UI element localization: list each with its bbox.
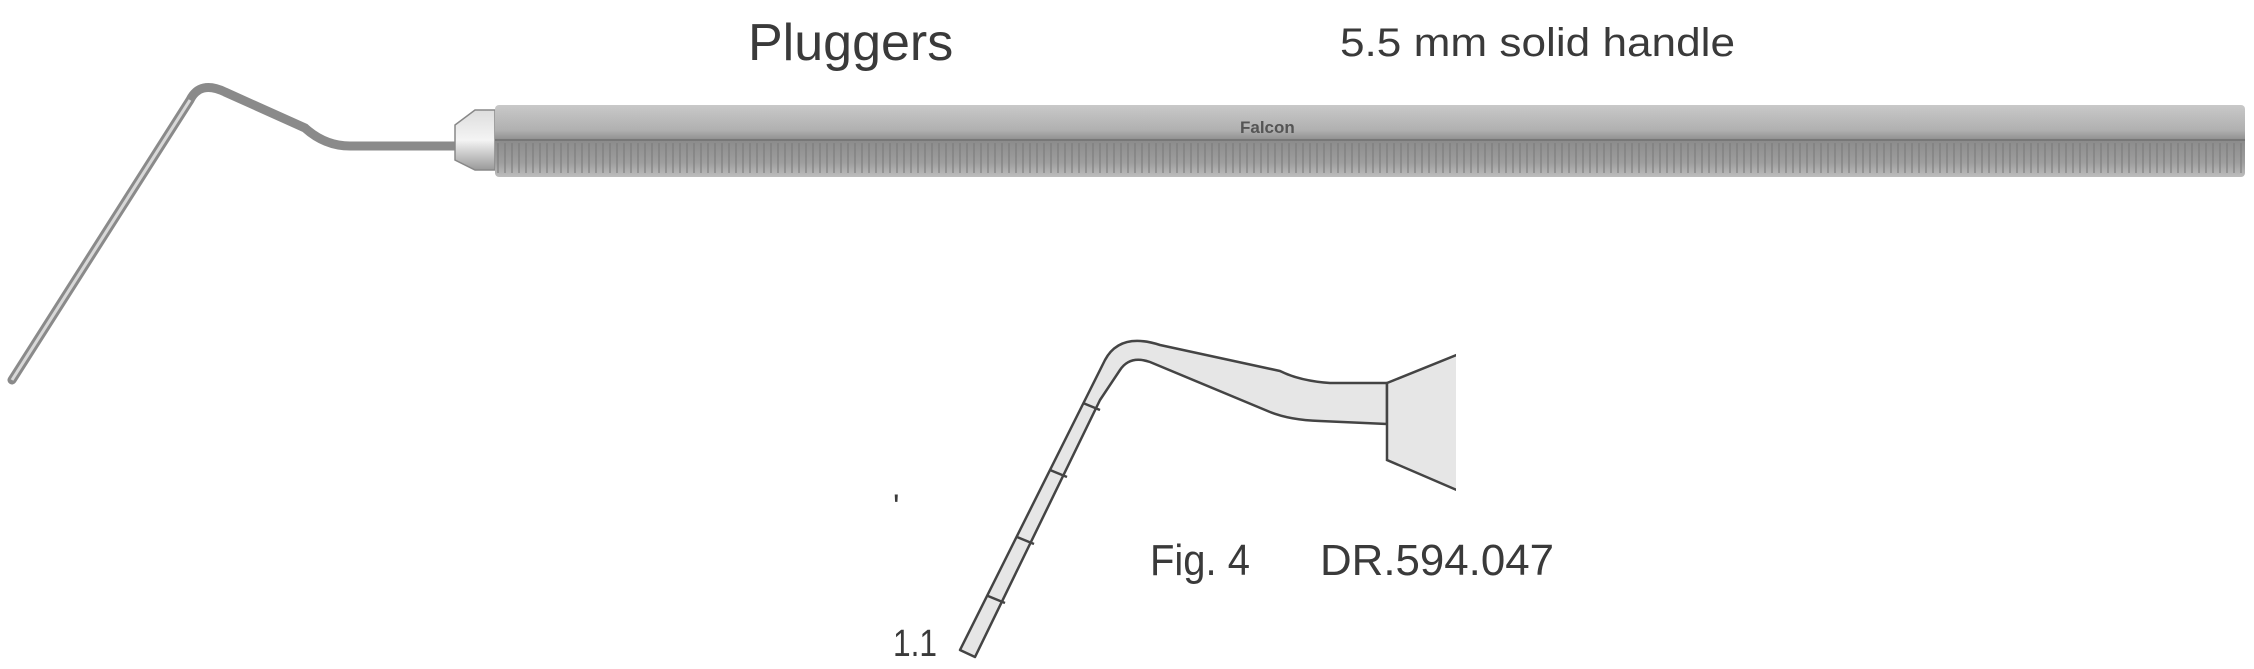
- working-shaft: [7, 83, 460, 385]
- product-code: DR.594.047: [1320, 536, 1554, 585]
- handle-knurling: [495, 143, 2245, 173]
- page-title: Pluggers: [748, 14, 953, 72]
- figure-label: Fig. 4: [1150, 536, 1250, 585]
- depth-markings: [987, 401, 1101, 605]
- stray-mark: ': [893, 488, 900, 526]
- diagram-ferrule: [1385, 352, 1461, 493]
- brand-logo: Falcon: [1240, 118, 1295, 137]
- plugger-instrument-photo: Falcon: [7, 83, 2245, 385]
- working-tip: [10, 99, 192, 381]
- handle-description: 5.5 mm solid handle: [1340, 21, 1735, 65]
- tip-size-label: 1.1: [893, 623, 937, 665]
- ferrule: [454, 109, 496, 171]
- diagram-shaft: [958, 339, 1389, 659]
- plugger-tip-diagram: ' Fig. 4 DR.594.047 1.1: [893, 339, 1554, 665]
